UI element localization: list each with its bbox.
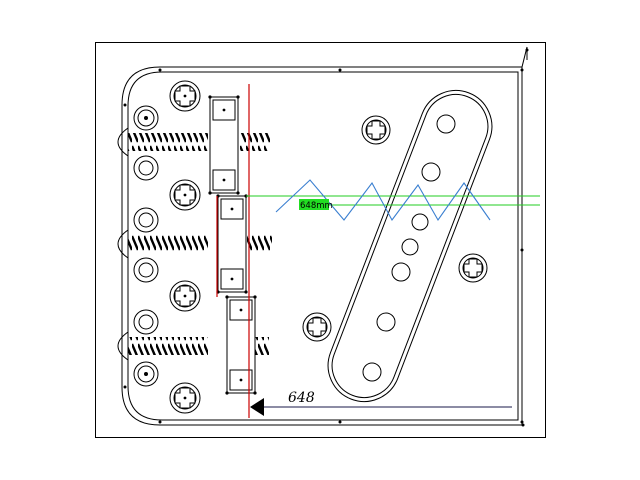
screw-6	[458, 253, 488, 283]
guide-lines[interactable]	[246, 195, 540, 206]
dimension-annotation[interactable]: 648	[250, 390, 512, 416]
screw-1	[169, 80, 201, 112]
measurement-badge[interactable]: 648mm	[299, 199, 333, 211]
pickup-pole-pieces	[362, 114, 456, 382]
screw-4	[169, 382, 201, 414]
scale-length-line[interactable]	[216, 84, 250, 418]
measurement-badge-label: 648mm	[300, 201, 333, 211]
screw-3	[169, 280, 201, 312]
pickup	[327, 90, 493, 402]
saddle-nodes	[208, 95, 257, 395]
string-wave	[275, 179, 491, 222]
mounting-holes	[133, 105, 159, 387]
screw-7	[302, 312, 332, 342]
intonation-screws	[117, 127, 272, 361]
crosshead-screws	[169, 80, 488, 414]
dimension-value: 648	[288, 390, 315, 406]
spring-3	[128, 337, 208, 355]
saddle-1	[209, 96, 239, 194]
saddles	[209, 96, 256, 394]
dimension-arrow-icon	[250, 398, 264, 416]
screw-5	[361, 115, 391, 145]
screw-2	[169, 179, 201, 211]
bridge-plate-outline	[121, 46, 528, 426]
spring-2	[128, 235, 208, 253]
plate-vertex-nodes	[123, 48, 529, 424]
spring-1	[128, 133, 208, 151]
